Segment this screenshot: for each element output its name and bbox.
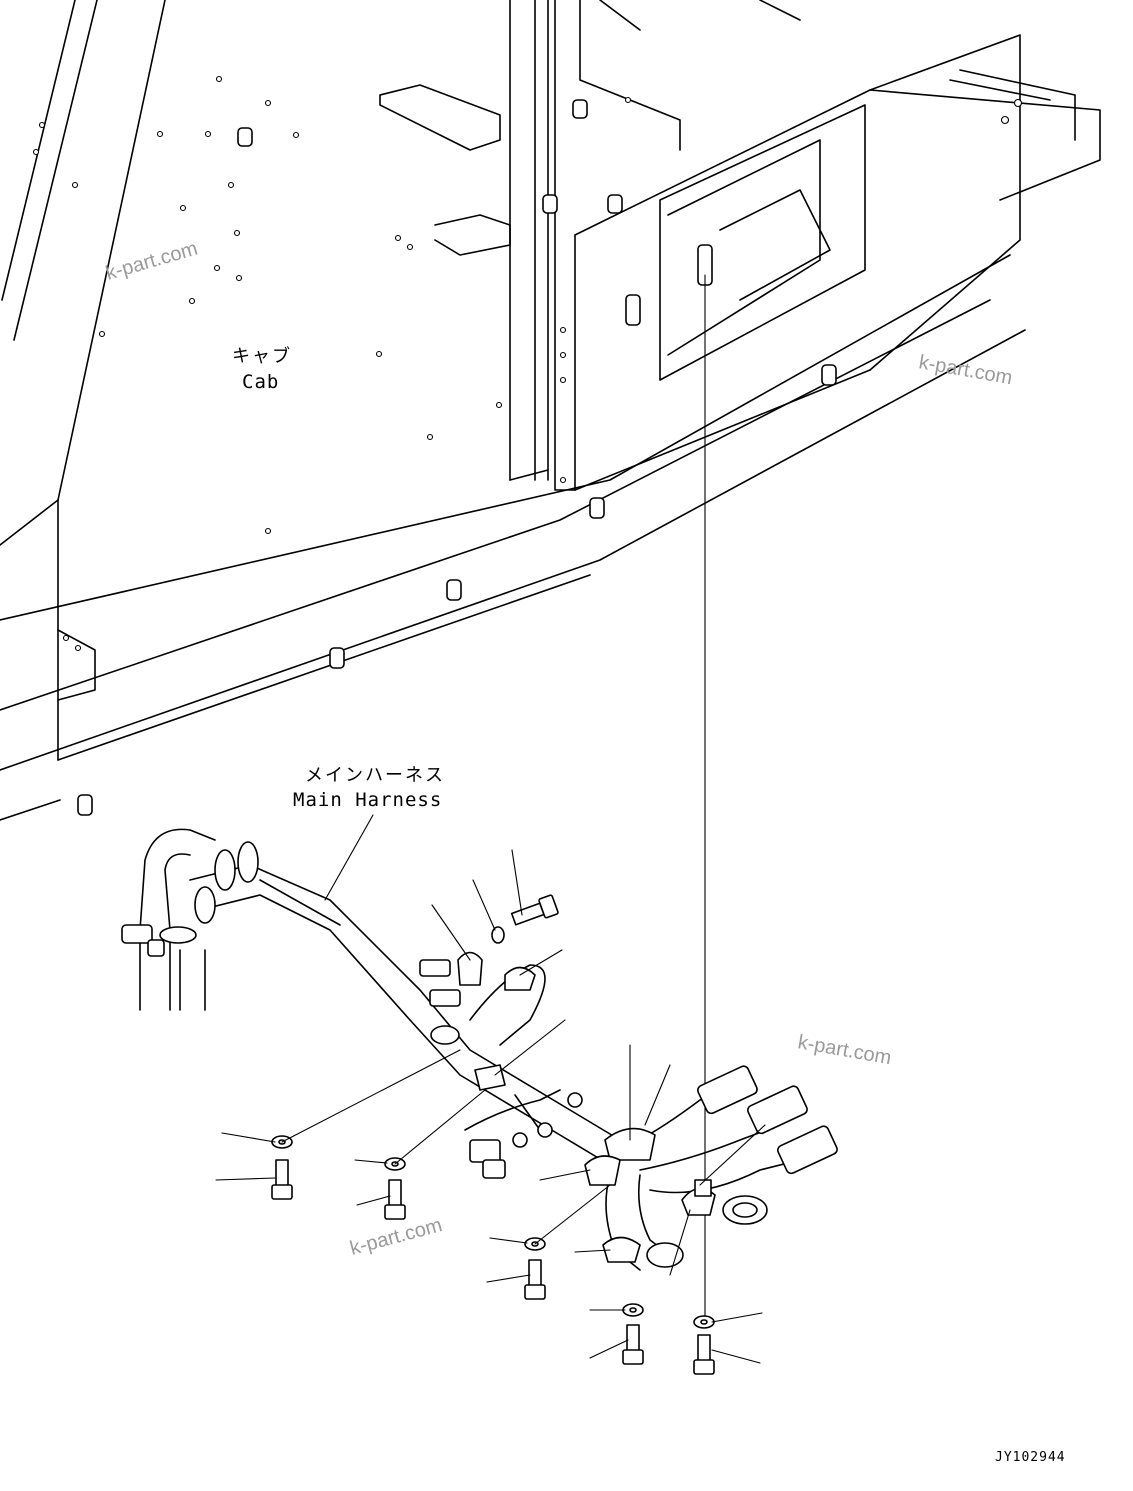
clamp-icon	[457, 951, 716, 1263]
watermark-4: k-part.com	[348, 1214, 445, 1260]
wire-harness-icon	[121, 828, 838, 1271]
cab-label-jp: キャブ	[232, 345, 292, 367]
watermark-1: k-part.com	[103, 238, 200, 285]
washer-icon	[271, 926, 715, 1329]
harness-label-jp: メインハーネス	[305, 765, 445, 786]
leader-lines	[215, 814, 766, 1364]
watermark-3: k-part.com	[796, 1031, 893, 1069]
watermark-2: k-part.com	[917, 351, 1014, 389]
harness-label-en: Main Harness	[293, 789, 442, 811]
cab-frame-icon	[0, 0, 1101, 821]
drawing-code: JY102944	[995, 1450, 1066, 1465]
bolt-icon	[271, 894, 715, 1375]
cab-label-en: Cab	[242, 371, 279, 393]
